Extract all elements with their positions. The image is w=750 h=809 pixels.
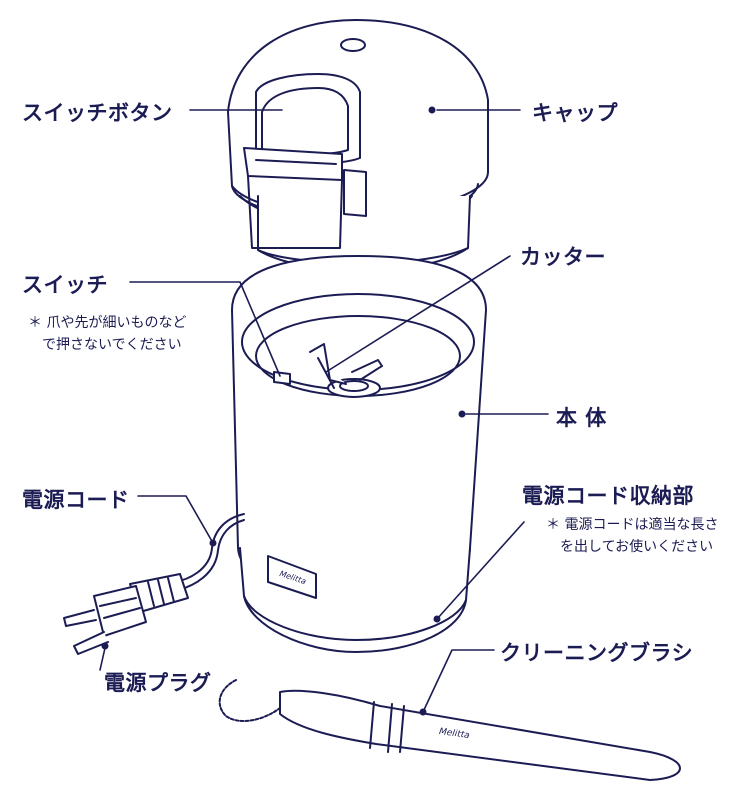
- label-cleaning-brush: クリーニングブラシ: [500, 641, 694, 665]
- switch-note-line2: で押さないでください: [42, 337, 182, 353]
- body-drawing: Melitta: [231, 255, 487, 653]
- label-cutter: カッター: [520, 245, 606, 269]
- label-switch-button: スイッチボタン: [22, 101, 173, 125]
- label-power-cord: 電源コード: [22, 488, 130, 512]
- cord-note-line1: ＊ 電源コードは適当な長さ: [546, 517, 719, 533]
- label-cap: キャップ: [532, 101, 618, 125]
- label-cord-storage: 電源コード収納部: [522, 484, 694, 508]
- leader-power-cord: [137, 495, 214, 544]
- label-body: 本 体: [556, 406, 607, 430]
- brush-drawing: Melitta: [218, 679, 681, 781]
- label-switch: スイッチ: [22, 273, 108, 297]
- leader-cleaning-brush: [422, 649, 495, 713]
- switch-note: ＊ 爪や先が細いものなど で押さないでください: [28, 312, 186, 356]
- brush-logo: Melitta: [438, 727, 470, 741]
- label-power-plug: 電源プラグ: [104, 671, 212, 695]
- cord-note-line2: を出してお使いください: [560, 539, 714, 555]
- cord-drawing: [63, 513, 245, 655]
- cutter-drawing: [309, 343, 383, 398]
- leader-lines: [99, 109, 549, 713]
- leader-power-plug: [99, 647, 106, 671]
- leader-switch: [129, 281, 281, 377]
- leader-cord-storage: [436, 521, 525, 620]
- switch-button-drawing: [243, 73, 367, 249]
- switch-note-line1: ＊ 爪や先が細いものなど: [28, 315, 187, 331]
- leader-cutter: [325, 255, 511, 373]
- cord-note: ＊ 電源コードは適当な長さ を出してお使いください: [546, 514, 718, 558]
